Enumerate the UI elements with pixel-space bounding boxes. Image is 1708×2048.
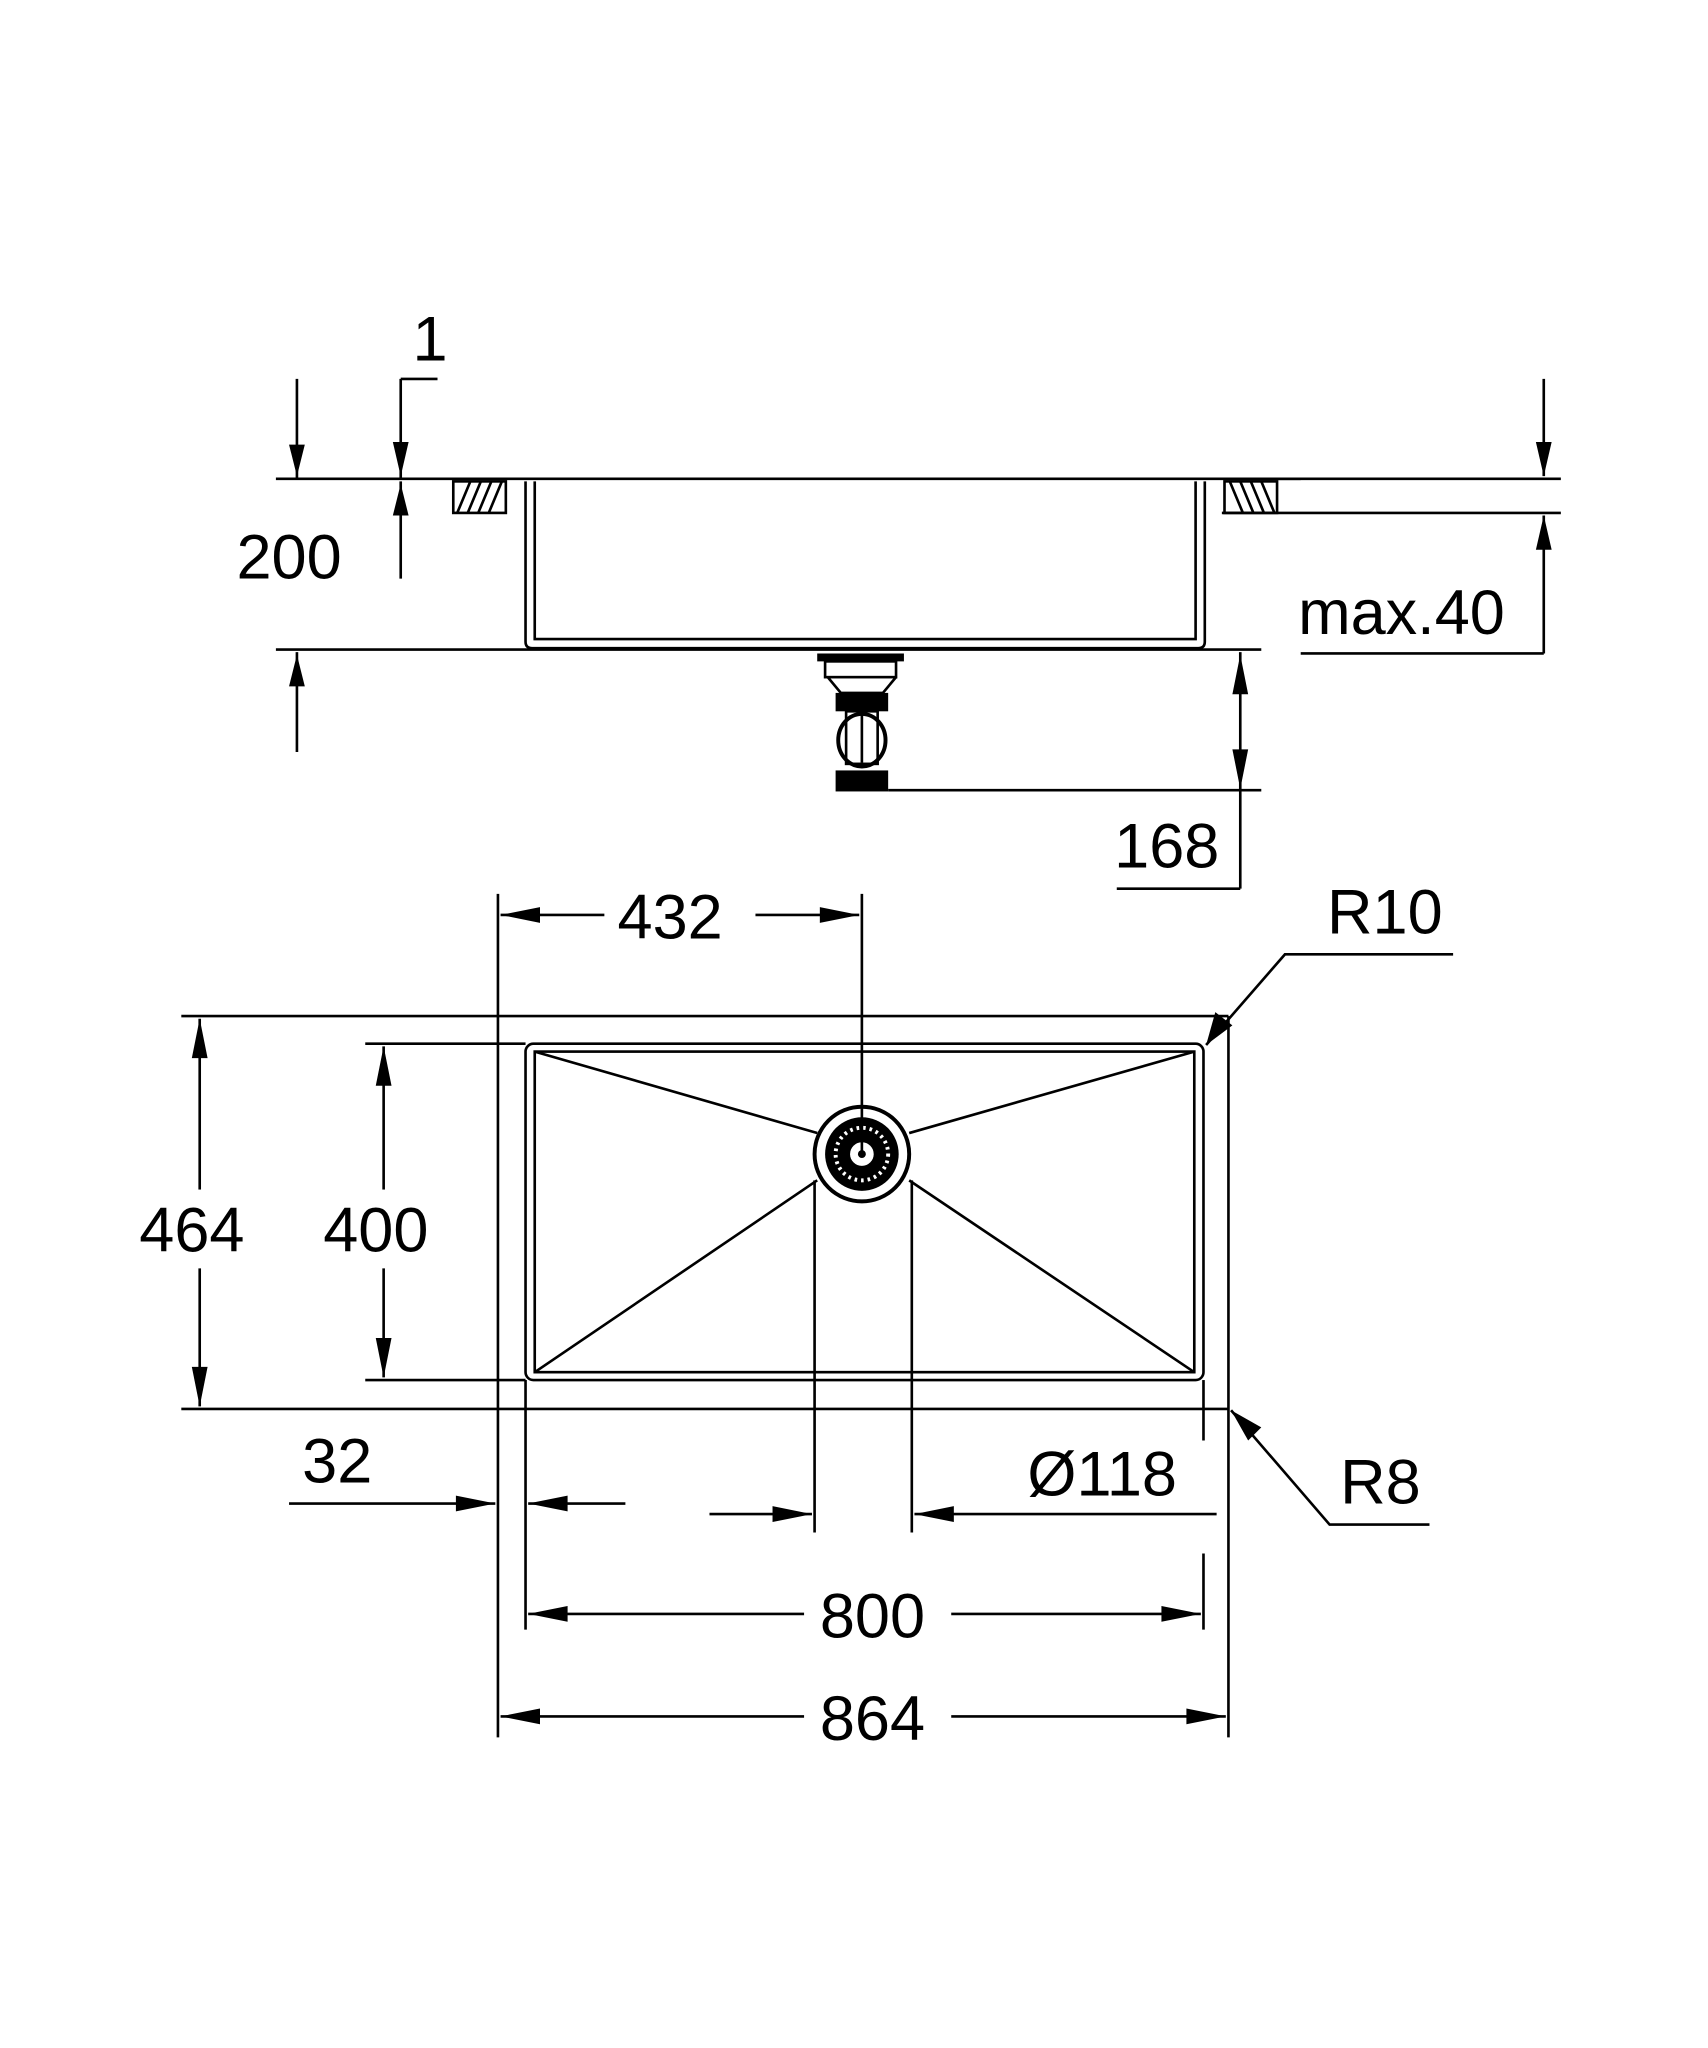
dim-outer-depth-464: 464: [139, 1195, 244, 1265]
countertop-left-hatch: [451, 480, 508, 515]
dim-edge-offset-32: 32: [302, 1427, 372, 1497]
countertop-right-hatch: [1223, 480, 1279, 515]
dim-drain-diameter: Ø118: [1027, 1440, 1177, 1510]
dim-inner-width-800: 800: [820, 1582, 925, 1652]
label-r10: R10: [1327, 877, 1443, 947]
side-view: 200 1 max.40 168: [236, 305, 1561, 890]
dim-countertop-max40: max.40: [1298, 578, 1505, 648]
dim-drain-offset-432: 432: [618, 883, 723, 953]
dim-outer-width-864: 864: [820, 1684, 925, 1754]
dim-drain-168: 168: [1114, 812, 1219, 882]
label-1: 1: [413, 305, 448, 375]
dim-depth-200: 200: [236, 523, 341, 593]
top-view: 432 464 400 32 Ø118 800: [131, 877, 1454, 1754]
dim-inner-depth-400: 400: [323, 1195, 428, 1265]
drain-assembly: [817, 653, 904, 792]
label-r8: R8: [1340, 1448, 1421, 1518]
